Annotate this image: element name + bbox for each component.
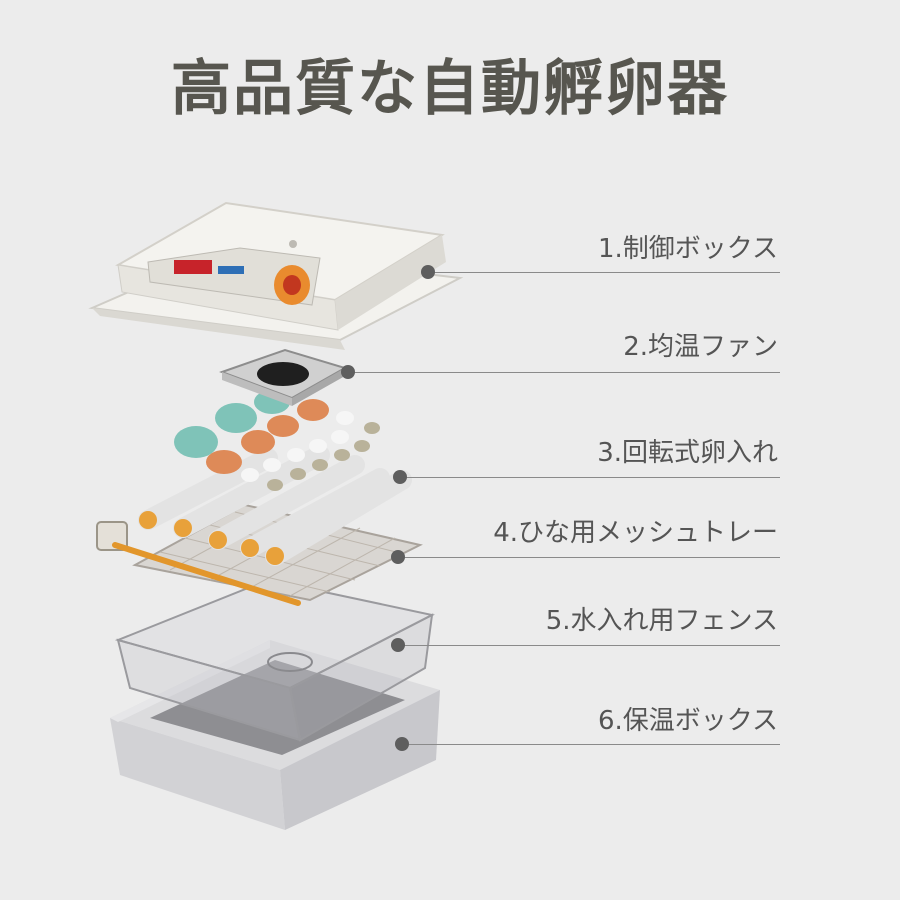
leader-line-3 bbox=[400, 477, 780, 478]
part-label-egg-turner: 3.回転式卵入れ bbox=[597, 438, 778, 468]
marker-dot-3 bbox=[393, 470, 407, 484]
part-label-insulation-box: 6.保温ボックス bbox=[597, 706, 778, 736]
leader-line-4 bbox=[398, 557, 780, 558]
insulation-box bbox=[110, 640, 440, 830]
egg-rollers bbox=[138, 445, 412, 566]
leader-line-1 bbox=[428, 272, 780, 273]
leader-line-2 bbox=[348, 372, 780, 373]
eggs bbox=[174, 390, 380, 491]
part-label-mesh-tray: 4.ひな用メッシュトレー bbox=[493, 518, 778, 548]
marker-dot-4 bbox=[391, 550, 405, 564]
leader-line-5 bbox=[398, 645, 780, 646]
part-label-fan: 2.均温ファン bbox=[623, 332, 778, 362]
marker-dot-6 bbox=[395, 737, 409, 751]
fan-unit bbox=[219, 348, 348, 406]
marker-dot-2 bbox=[341, 365, 355, 379]
part-label-water-fence: 5.水入れ用フェンス bbox=[545, 606, 778, 636]
page-title: 高品質な自動孵卵器 bbox=[171, 54, 729, 124]
control-box bbox=[88, 201, 464, 350]
part-label-control-box: 1.制御ボックス bbox=[597, 234, 778, 264]
turning-motor bbox=[96, 521, 301, 606]
marker-dot-5 bbox=[391, 638, 405, 652]
marker-dot-1 bbox=[421, 265, 435, 279]
leader-line-6 bbox=[402, 744, 780, 745]
